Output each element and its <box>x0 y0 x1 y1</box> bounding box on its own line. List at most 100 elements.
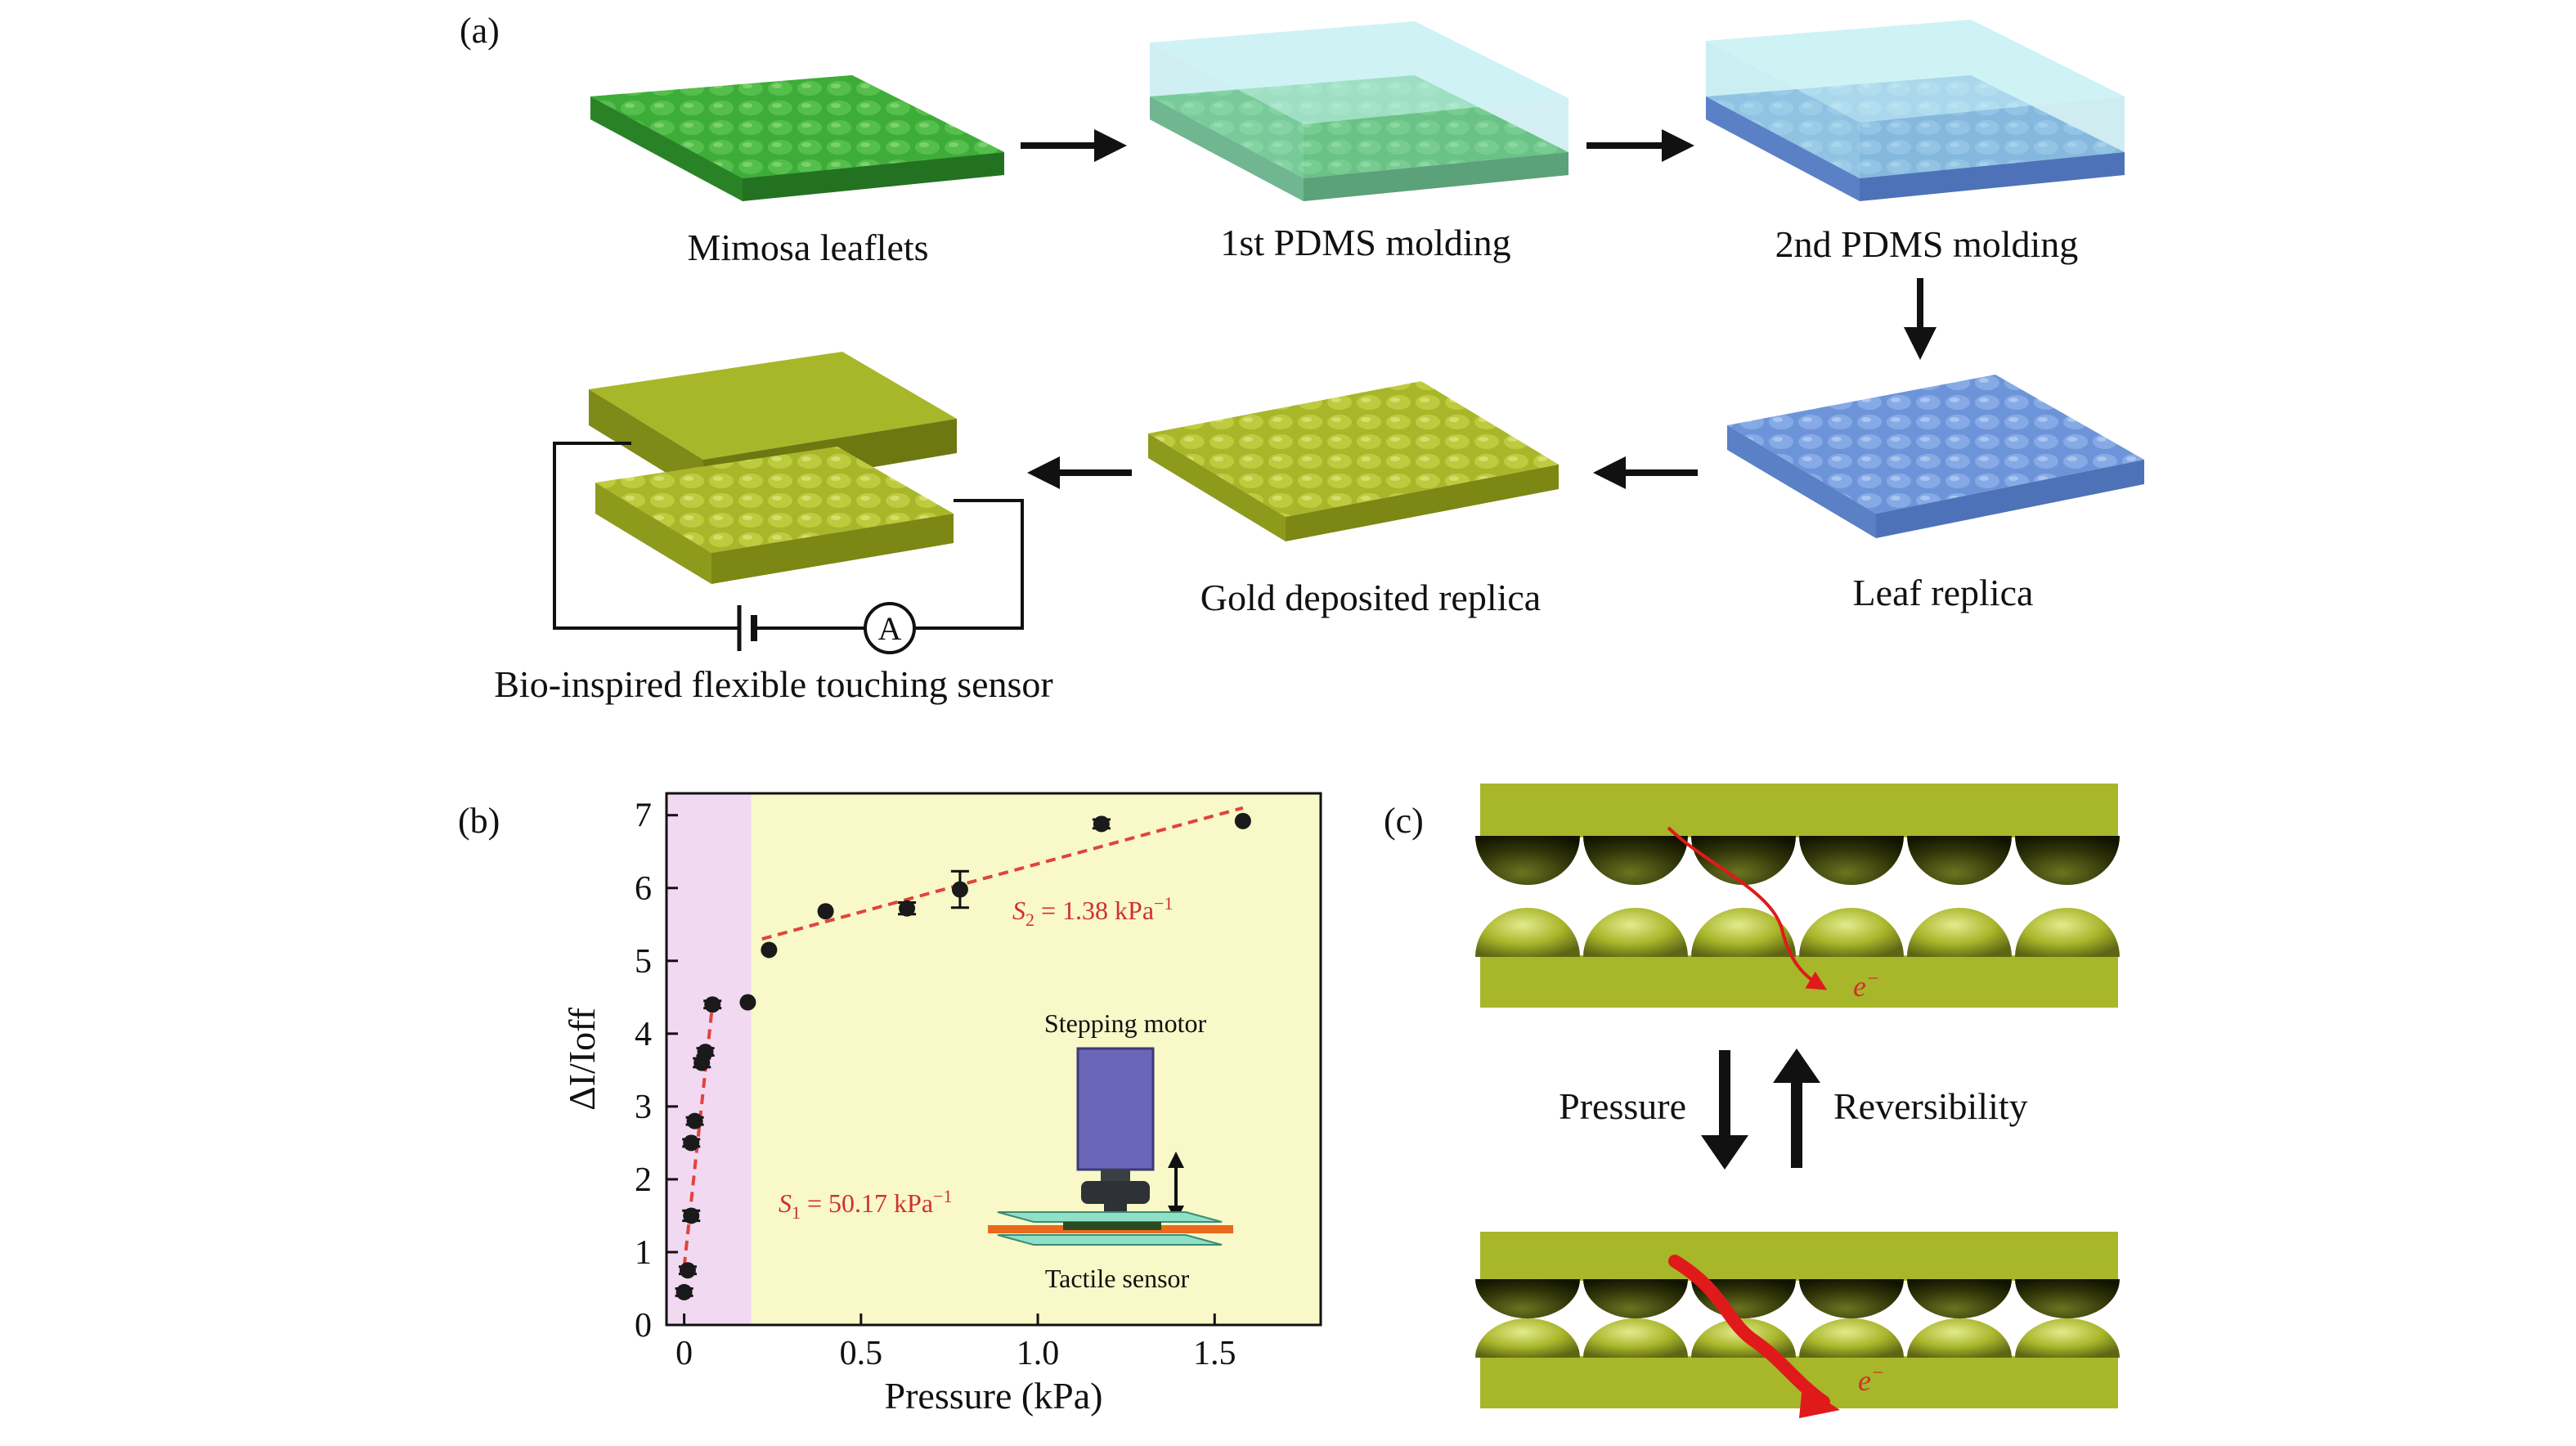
step-leaf-replica-label: Leaf replica <box>1853 572 2034 613</box>
step-sensor-label: Bio-inspired flexible touching sensor <box>494 663 1053 705</box>
second-pdms-molding-illustration <box>1706 20 2125 201</box>
hemisphere-bump <box>1475 1279 1580 1318</box>
panel-c-label: (c) <box>1384 801 1424 841</box>
electron-label-bottom: e− <box>1858 1363 1884 1397</box>
x-tick-label: 1.0 <box>1016 1335 1060 1372</box>
y-tick-label: 3 <box>635 1089 652 1126</box>
data-marker <box>1093 815 1110 833</box>
fit-s2-annotation: S2 = 1.38 kPa−1 <box>1012 893 1173 930</box>
y-axis-label: ΔI/Ioff <box>561 1007 603 1110</box>
hemisphere-bump <box>1799 1279 1904 1318</box>
touching-sensor-illustration <box>553 352 1024 654</box>
hemisphere-bump <box>1907 908 2012 957</box>
data-point <box>675 1283 693 1300</box>
data-point <box>685 1112 704 1129</box>
data-marker <box>683 1207 700 1224</box>
step-2nd-pdms-molding-label: 2nd PDMS molding <box>1775 223 2079 265</box>
hemisphere-bump <box>2015 1279 2120 1318</box>
hemisphere-bump <box>1583 836 1688 885</box>
data-point <box>1234 812 1251 829</box>
y-tick-label: 6 <box>635 870 652 908</box>
data-marker <box>675 1283 693 1300</box>
hemisphere-bump <box>1475 836 1580 885</box>
hemisphere-bump <box>1907 836 2012 885</box>
panel-b-label: (b) <box>458 801 500 841</box>
hemisphere-bump <box>2015 908 2120 957</box>
step-mimosa-leaflets-label: Mimosa leaflets <box>687 227 928 268</box>
hemisphere-bump <box>1799 908 1904 957</box>
data-point <box>898 900 917 917</box>
data-marker <box>899 900 916 917</box>
fit-line-s2 <box>761 806 1244 941</box>
data-marker <box>679 1262 696 1279</box>
data-point <box>1092 815 1111 833</box>
y-tick-label: 0 <box>635 1307 652 1345</box>
data-marker <box>704 996 721 1013</box>
hemisphere-bump <box>1907 1318 2012 1358</box>
data-point <box>950 869 969 909</box>
data-point <box>703 996 722 1013</box>
inset-tactile-sensor-label: Tactile sensor <box>1045 1264 1190 1293</box>
reversibility-label: Reversibility <box>1833 1085 2028 1127</box>
data-marker <box>686 1112 703 1129</box>
data-marker <box>683 1134 700 1152</box>
mimosa-leaflets-illustration <box>590 75 1004 201</box>
data-point <box>682 1134 701 1152</box>
data-point <box>696 1044 715 1061</box>
hemisphere-bump <box>1583 1318 1688 1358</box>
y-tick-label: 1 <box>635 1234 652 1272</box>
data-point <box>761 941 778 959</box>
data-marker <box>739 994 756 1011</box>
x-tick-label: 1.5 <box>1193 1335 1236 1372</box>
hemisphere-bump <box>1583 908 1688 957</box>
reversibility-arrow-up <box>1773 1049 1820 1168</box>
stepping-motor-inset <box>988 1047 1233 1246</box>
data-point <box>817 903 834 920</box>
pressure-label: Pressure <box>1559 1085 1686 1127</box>
gold-deposited-replica-illustration <box>1148 381 1559 541</box>
x-tick-label: 0.5 <box>840 1335 883 1372</box>
electron-path-thin <box>1667 826 1828 990</box>
hemisphere-bump <box>2015 836 2120 885</box>
hemisphere-bump <box>2015 1318 2120 1358</box>
data-marker <box>951 881 968 898</box>
leaf-replica-illustration <box>1727 375 2144 538</box>
pressure-arrow-down <box>1701 1050 1748 1170</box>
inset-stepping-motor-label: Stepping motor <box>1044 1008 1207 1038</box>
contact-state-low-pressure <box>1475 784 2120 1008</box>
data-marker <box>817 903 834 920</box>
hemisphere-bump <box>1691 836 1796 885</box>
hemisphere-bump <box>1691 908 1796 957</box>
ammeter-label: A <box>878 610 902 647</box>
first-pdms-molding-illustration <box>1150 21 1568 201</box>
y-tick-label: 7 <box>635 797 652 835</box>
y-tick-label: 2 <box>635 1161 652 1199</box>
data-marker <box>1234 812 1251 829</box>
hemisphere-bump <box>1799 1318 1904 1358</box>
step-gold-deposited-replica-label: Gold deposited replica <box>1200 577 1541 618</box>
contact-state-high-pressure <box>1475 1232 2120 1418</box>
x-axis-label: Pressure (kPa) <box>885 1375 1103 1417</box>
data-marker <box>761 941 778 959</box>
hemisphere-bump <box>1907 1279 2012 1318</box>
step-1st-pdms-molding-label: 1st PDMS molding <box>1220 222 1510 263</box>
hemisphere-bump <box>1583 1279 1688 1318</box>
data-marker <box>697 1044 714 1061</box>
hemisphere-bump <box>1475 908 1580 957</box>
plot-frame <box>665 792 1322 1327</box>
data-point <box>678 1262 697 1279</box>
electron-label-top: e− <box>1853 968 1879 1003</box>
hemisphere-bump <box>1799 836 1904 885</box>
fit-s1-annotation: S1 = 50.17 kPa−1 <box>779 1186 952 1223</box>
panel-a-label: (a) <box>460 11 500 51</box>
electron-path-thick <box>1668 1255 1830 1408</box>
y-tick-label: 5 <box>635 943 652 981</box>
y-tick-label: 4 <box>635 1016 652 1053</box>
ammeter-icon <box>864 602 916 654</box>
data-point <box>682 1207 701 1224</box>
hemisphere-bump <box>1475 1318 1580 1358</box>
x-tick-label: 0 <box>675 1335 693 1372</box>
data-point <box>739 994 756 1011</box>
